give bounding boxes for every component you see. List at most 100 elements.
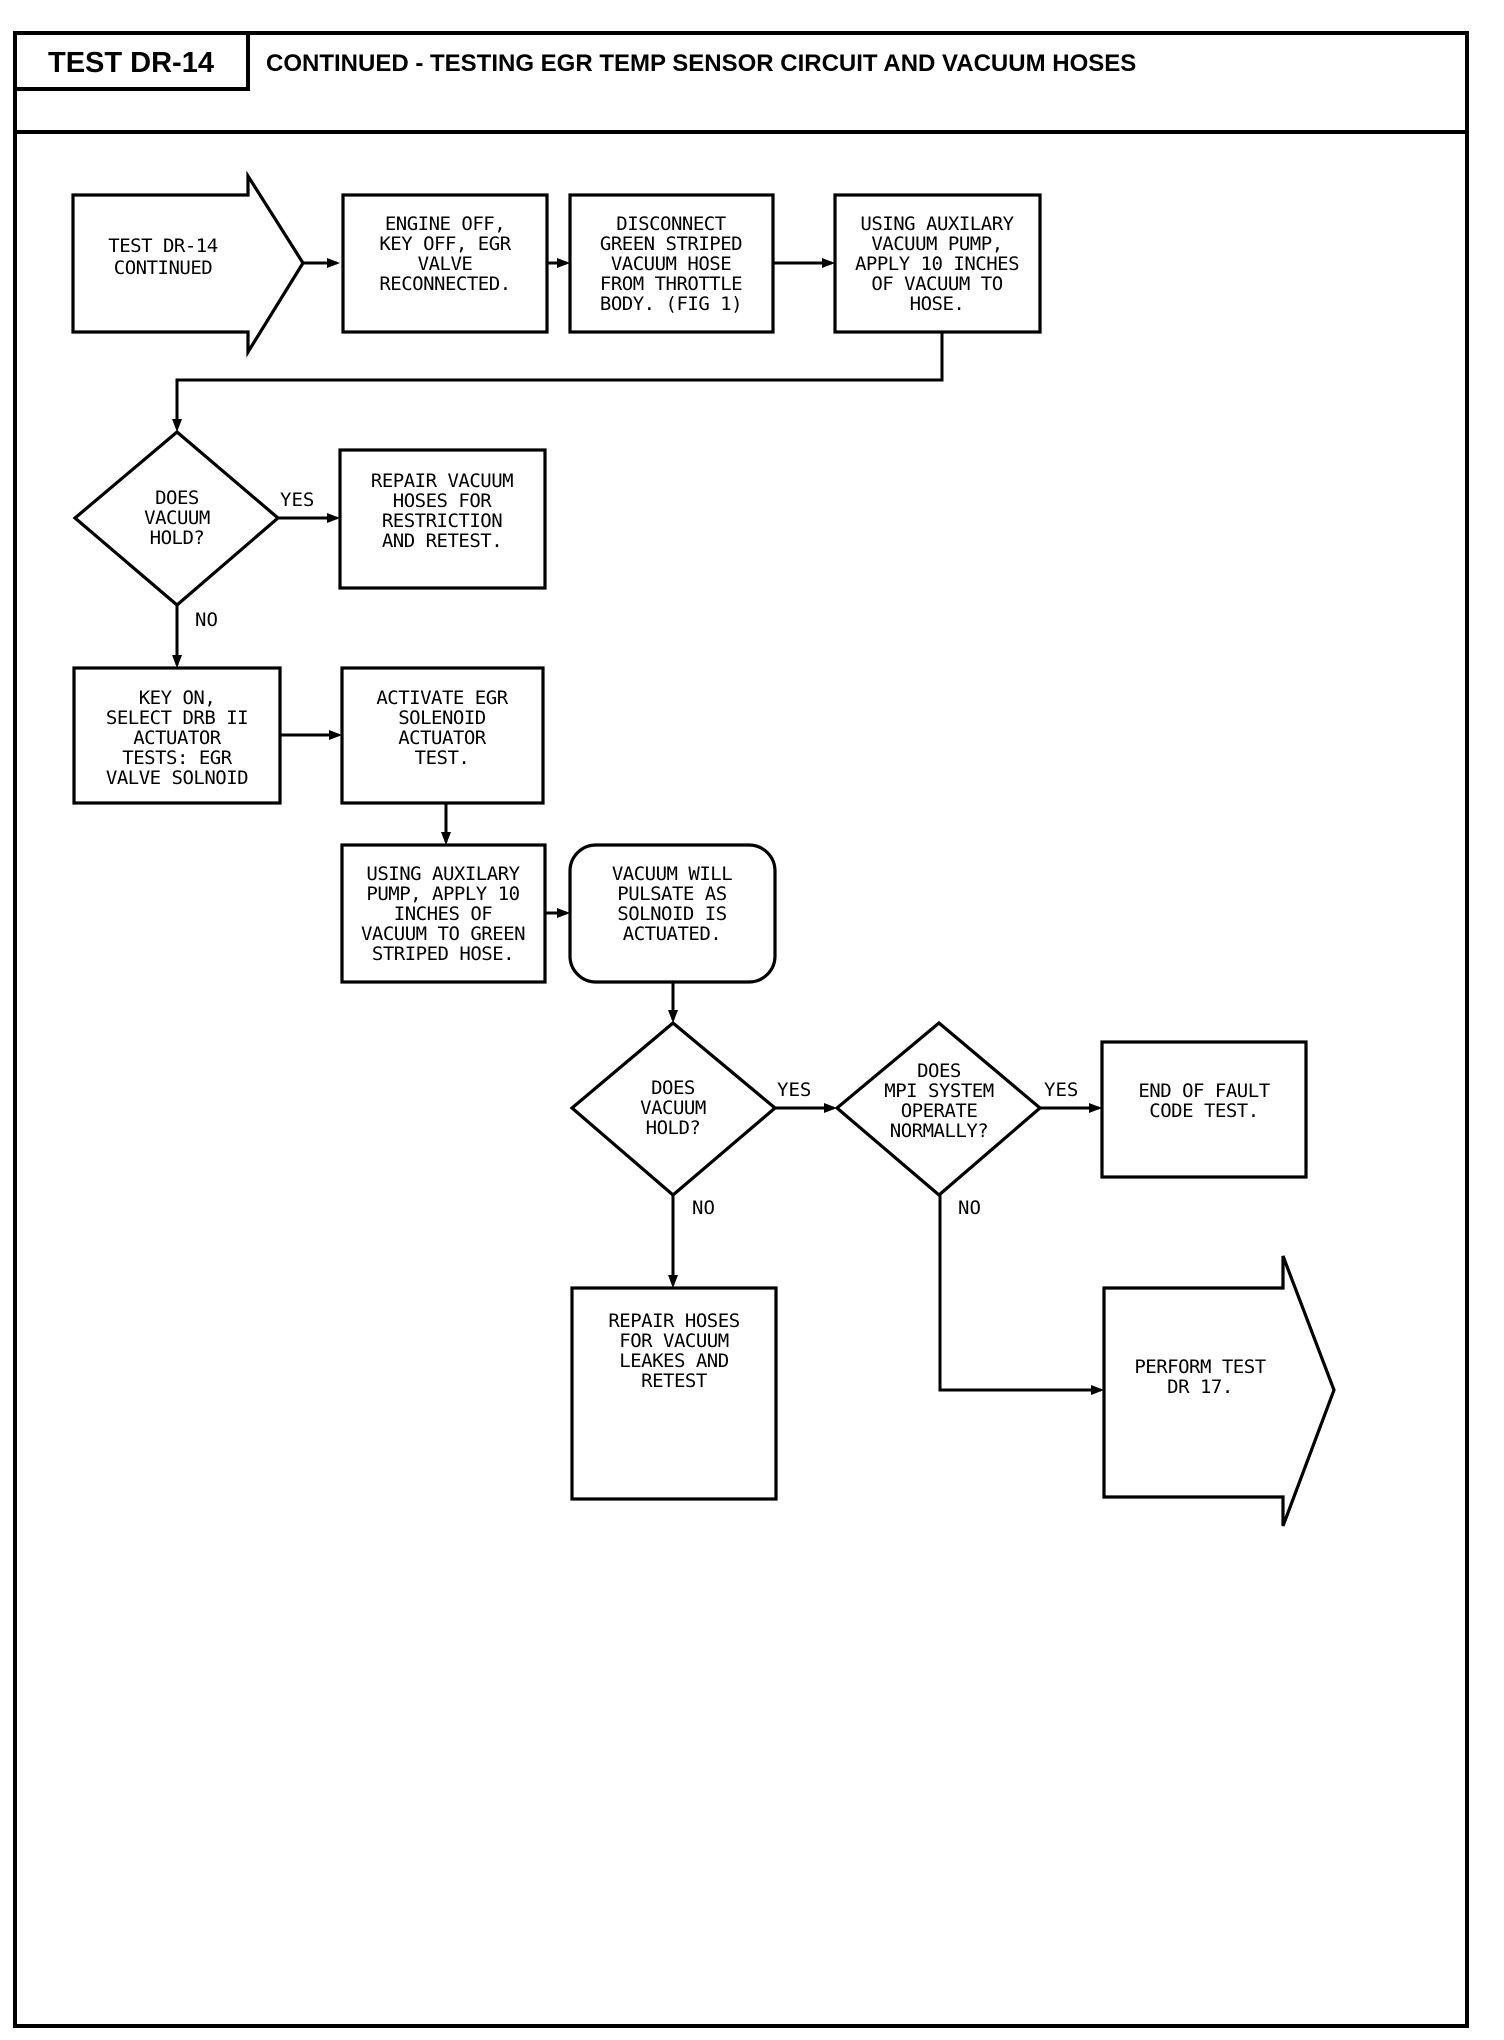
arrowhead-icon: [668, 1010, 678, 1023]
node-text-line: VACUUM TO GREEN: [361, 923, 525, 945]
yes-label: YES: [1044, 1079, 1078, 1101]
node-disconnect-hose: DISCONNECT GREEN STRIPED VACUUM HOSE FRO…: [568, 193, 775, 334]
arrowhead-icon: [441, 832, 451, 845]
terminal-rounded-box: [568, 843, 777, 984]
test-id-label: TEST DR-14: [48, 47, 214, 79]
node-start: TEST DR-14 CONTINUED: [71, 170, 305, 358]
node-text-line: FOR VACUUM: [619, 1330, 728, 1352]
node-apply-vacuum: USING AUXILARY VACUUM PUMP, APPLY 10 INC…: [833, 193, 1042, 334]
node-perform-dr17: PERFORM TEST DR 17.: [1102, 1255, 1336, 1527]
node-text-line: APPLY 10 INCHES: [855, 253, 1019, 275]
arrowhead-icon: [822, 258, 835, 268]
page-title: CONTINUED - TESTING EGR TEMP SENSOR CIRC…: [266, 50, 1136, 77]
arrowhead-icon: [1089, 1103, 1102, 1113]
node-text-line: VALVE SOLNOID: [106, 767, 248, 789]
node-text-line: DISCONNECT: [616, 213, 725, 235]
node-text-line: LEAKES AND: [619, 1350, 728, 1372]
decision-diamond: [72, 429, 281, 608]
process-box: [340, 843, 547, 984]
node-text-line: HOSE.: [910, 293, 965, 315]
node-text-line: PUMP, APPLY 10: [366, 883, 519, 905]
arrowhead-icon: [327, 513, 340, 523]
node-repair-restriction: REPAIR VACUUM HOSES FOR RESTRICTION AND …: [338, 448, 547, 590]
arrowhead-icon: [327, 258, 340, 268]
node-text-line: HOLD?: [646, 1117, 701, 1139]
no-label: NO: [958, 1197, 981, 1219]
node-text-line: HOSES FOR: [393, 490, 493, 512]
process-box: [341, 193, 549, 334]
node-text-line: NORMALLY?: [890, 1120, 988, 1142]
test-id-box: [15, 33, 250, 91]
yes-label: YES: [280, 489, 314, 511]
node-text-line: VACUUM WILL: [612, 863, 732, 885]
node-text-line: BODY. (FIG 1): [600, 293, 742, 315]
node-text-line: DOES: [917, 1060, 961, 1082]
node-text-line: TESTS: EGR: [122, 747, 232, 769]
node-text-line: DR 17.: [1167, 1376, 1233, 1398]
node-text-line: AND RETEST.: [382, 530, 502, 552]
node-text-line: RECONNECTED.: [379, 273, 510, 295]
node-vacuum-hold-2: DOES VACUUM HOLD?: [569, 1020, 778, 1198]
node-text-line: OPERATE: [901, 1100, 978, 1122]
node-text-line: USING AUXILARY: [860, 213, 1014, 235]
process-box: [340, 666, 545, 805]
edge-apply-vacuum-hold1: [175, 332, 944, 428]
node-text-line: PERFORM TEST: [1134, 1356, 1265, 1378]
node-text-line: TEST DR-14: [108, 235, 217, 257]
decision-diamond: [834, 1020, 1043, 1198]
node-text-line: DOES: [651, 1077, 695, 1099]
node-engine-off: ENGINE OFF, KEY OFF, EGR VALVE RECONNECT…: [341, 193, 549, 334]
node-text-line: MPI SYSTEM: [884, 1080, 993, 1102]
arrowhead-icon: [668, 1275, 678, 1288]
node-text-line: FROM THROTTLE: [600, 273, 742, 295]
process-box: [568, 193, 775, 334]
node-text-line: DOES: [155, 487, 199, 509]
node-text-line: REPAIR VACUUM: [371, 470, 513, 492]
decision-diamond: [569, 1020, 778, 1198]
node-text-line: OF VACUUM TO: [871, 273, 1002, 295]
node-text-line: PULSATE AS: [617, 883, 726, 905]
node-text-line: CODE TEST.: [1149, 1100, 1258, 1122]
node-text-line: KEY OFF, EGR: [379, 233, 511, 255]
node-text-line: ACTIVATE EGR: [376, 687, 508, 709]
node-text-line: REPAIR HOSES: [608, 1310, 739, 1332]
arrowhead-icon: [172, 655, 182, 668]
process-box: [1100, 1040, 1308, 1179]
node-text-line: ENGINE OFF,: [385, 213, 505, 235]
node-text-line: RESTRICTION: [382, 510, 502, 532]
node-text-line: TEST.: [415, 747, 470, 769]
node-text-line: CONTINUED: [114, 257, 213, 279]
node-text-line: ACTUATED.: [623, 923, 721, 945]
node-text-line: VALVE: [418, 253, 473, 275]
node-text-line: INCHES OF: [394, 903, 493, 925]
page-frame: [13, 31, 1469, 2028]
arrowhead-icon: [1091, 1385, 1104, 1395]
node-apply-vacuum-green: USING AUXILARY PUMP, APPLY 10 INCHES OF …: [340, 843, 547, 984]
node-text-line: ACTUATOR: [133, 727, 222, 749]
node-text-line: ACTUATOR: [398, 727, 487, 749]
node-mpi-normal: DOES MPI SYSTEM OPERATE NORMALLY?: [834, 1020, 1043, 1198]
node-text-line: SOLNOID IS: [617, 903, 726, 925]
node-text-line: VACUUM: [144, 507, 210, 529]
arrowhead-icon: [172, 419, 182, 432]
node-text-line: SELECT DRB II: [106, 707, 248, 729]
arrowheads: [172, 258, 1104, 1395]
node-vacuum-hold-1: DOES VACUUM HOLD?: [72, 429, 281, 608]
node-text-line: STRIPED HOSE.: [372, 943, 514, 965]
node-text-line: KEY ON,: [139, 687, 216, 709]
process-box: [570, 1286, 778, 1501]
no-label: NO: [195, 609, 218, 631]
no-label: NO: [692, 1197, 715, 1219]
yes-label: YES: [777, 1079, 811, 1101]
node-text-line: RETEST: [641, 1370, 707, 1392]
node-text-line: VACUUM PUMP,: [871, 233, 1002, 255]
node-text-line: GREEN STRIPED: [600, 233, 742, 255]
node-key-on: KEY ON, SELECT DRB II ACTUATOR TESTS: EG…: [72, 666, 282, 805]
node-text-line: USING AUXILARY: [366, 863, 520, 885]
entry-arrow-shape: [71, 170, 305, 358]
exit-arrow-shape: [1102, 1255, 1336, 1527]
arrowhead-icon: [329, 730, 342, 740]
node-text-line: VACUUM: [640, 1097, 706, 1119]
node-text-line: HOLD?: [150, 527, 205, 549]
